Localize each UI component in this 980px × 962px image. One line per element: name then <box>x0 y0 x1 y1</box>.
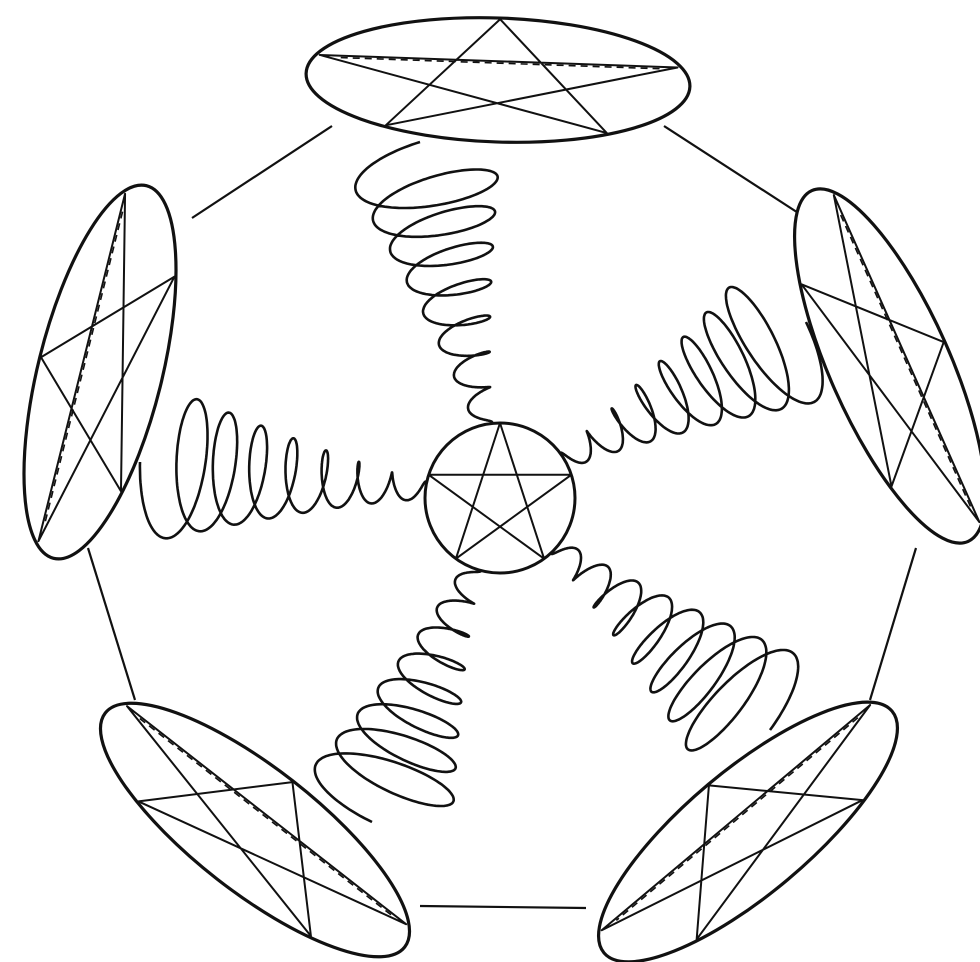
spring-upper-left <box>140 399 431 538</box>
center-node <box>425 423 575 573</box>
node-ellipse <box>564 664 932 962</box>
node-upper-left <box>0 171 207 574</box>
node-upper-right <box>757 166 980 566</box>
pentagon-edge <box>192 126 332 218</box>
node-top <box>304 11 692 148</box>
spring-top <box>355 142 497 431</box>
node-lower-right <box>564 664 932 962</box>
spring-lower-right <box>551 543 798 750</box>
center-circle <box>425 423 575 573</box>
node-ellipse <box>304 11 692 148</box>
pentagon-edge <box>664 126 806 218</box>
spring-upper-right <box>560 287 823 464</box>
pentagon-edge <box>88 548 135 700</box>
pentagon-edge <box>420 906 586 908</box>
node-ellipse <box>0 171 207 574</box>
spring-lower-left <box>315 562 481 822</box>
pentagon-edge <box>870 548 916 700</box>
